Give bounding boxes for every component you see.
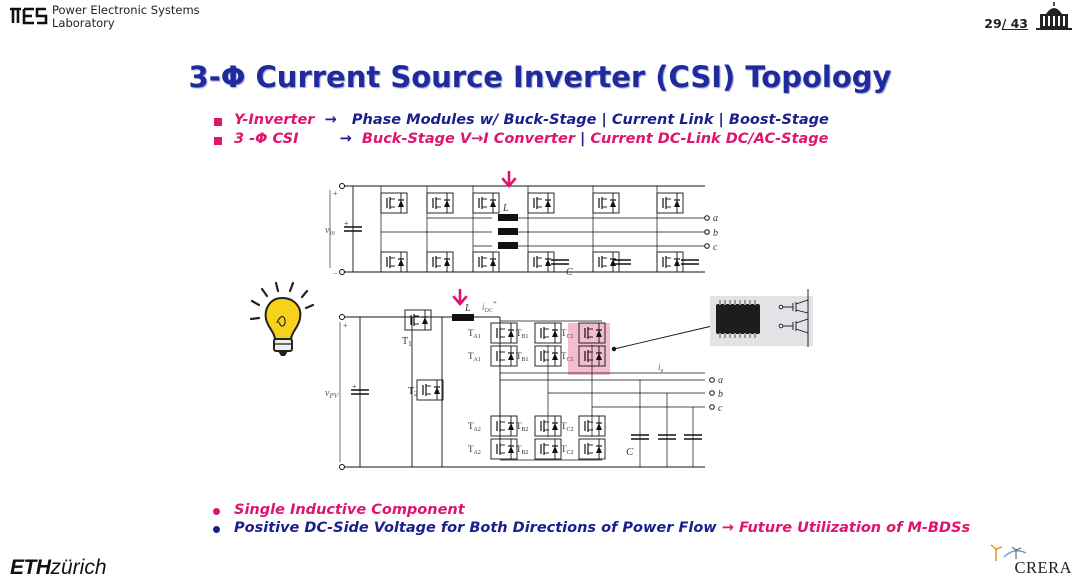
eth-logo-rest: zürich [50, 556, 107, 579]
bullet-square [214, 137, 222, 145]
inductor-label: L [502, 203, 509, 214]
switch-label: TC2 [561, 444, 574, 456]
switch-label: TB1 [516, 328, 529, 340]
bullet-text: Buck-Stage V→I Converter [361, 131, 575, 147]
plus-sign: + [343, 321, 348, 330]
bidirectional-switch-symbol [778, 289, 809, 347]
arrow-icon: → [339, 131, 352, 147]
separator: | [601, 112, 607, 128]
phase-label: b [718, 389, 723, 400]
phase-label: b [713, 228, 718, 239]
separator: | [580, 131, 586, 147]
eth-logo-bold: ETH [10, 556, 51, 579]
bullet-label: Y-Inverter [234, 112, 315, 128]
t1-label: T1 [402, 336, 412, 348]
v-pv-label: vPV [325, 388, 339, 400]
ia-label: ia [658, 362, 664, 374]
crera-windmill-icon [990, 544, 1027, 561]
bullet-text: Future Utilization of M-BDSs [738, 520, 971, 536]
bullet-label: 3 -Φ CSI [234, 131, 299, 147]
switch-label: TB2 [516, 444, 529, 456]
inductor-label: L [464, 303, 471, 314]
top-y-inverter-circuit: + − vin + L C a b c [325, 183, 718, 278]
phase-label: c [713, 242, 718, 253]
bullet-text: Positive DC-Side Voltage for Both Direct… [234, 520, 717, 536]
lab-name-line1: Power Electronic Systems [52, 3, 200, 17]
slide-title: 3-Φ Current Source Inverter (CSI) Topolo… [188, 60, 892, 94]
eth-zurich-logo: ETHzürich [10, 556, 107, 580]
bullet-text: Current Link [611, 112, 714, 128]
idc-label: iDC* [482, 300, 497, 314]
switch-label: TB2 [516, 421, 529, 433]
plus-sign: + [352, 382, 357, 391]
power-module-photo-icon [716, 300, 760, 338]
eth-building-icon [1036, 2, 1072, 30]
capacitor-label: C [566, 267, 573, 278]
minus-sign: − [333, 269, 338, 278]
page-number: 29/ 43 [984, 16, 1028, 31]
plus-sign: + [333, 189, 338, 198]
bullet-dot [213, 508, 220, 515]
bullet-3phi-csi: 3 -Φ CSI → Buck-Stage V→I Converter | Cu… [234, 131, 829, 147]
page-total: / 43 [1001, 16, 1028, 31]
arrow-icon: → [721, 520, 734, 536]
pink-arrow-down-icon [452, 288, 468, 306]
bullet-text: Phase Modules w/ Buck-Stage [351, 112, 597, 128]
capacitor-label: C [626, 446, 634, 458]
phase-label: a [713, 213, 718, 224]
bullet-text: Current DC-Link DC/AC-Stage [590, 131, 829, 147]
pink-arrow-down-icon [501, 170, 517, 188]
switch-label: TA1 [468, 328, 481, 340]
phase-label: a [718, 375, 723, 386]
switch-label: TA2 [468, 444, 481, 456]
arrow-icon: → [324, 112, 337, 128]
bottom-csi-circuit: + − vPV + T1 T2 L iDC* TA1 TA1 TB1 TB1 T… [325, 300, 723, 472]
separator: | [718, 112, 724, 128]
switch-label: TA2 [468, 421, 481, 433]
lightbulb-icon [249, 281, 315, 356]
bullet-dot [213, 526, 220, 533]
lab-name: Power Electronic Systems Laboratory [52, 4, 200, 29]
page-current: 29 [984, 16, 1002, 31]
switch-label: TC2 [561, 421, 574, 433]
t2-label: T2 [408, 386, 418, 398]
phase-label: c [718, 403, 723, 414]
bullet-square [214, 118, 222, 126]
switch-label: TB1 [516, 351, 529, 363]
minus-sign: − [343, 463, 348, 472]
bullet-y-inverter: Y-Inverter → Phase Modules w/ Buck-Stage… [234, 112, 829, 128]
crera-logo: CRERA [1014, 558, 1072, 577]
bullet-single-inductive: Single Inductive Component [234, 502, 465, 518]
bullet-positive-dc: Positive DC-Side Voltage for Both Direct… [234, 520, 970, 536]
switch-label: TA1 [468, 351, 481, 363]
power-module-inset [710, 289, 813, 347]
plus-sign: + [344, 219, 349, 228]
highlighted-phase-module [568, 323, 610, 375]
pes-logo [10, 7, 48, 25]
v-in-label: vin [325, 225, 335, 237]
lab-name-line2: Laboratory [52, 15, 115, 30]
bullet-text: Boost-Stage [728, 112, 829, 128]
